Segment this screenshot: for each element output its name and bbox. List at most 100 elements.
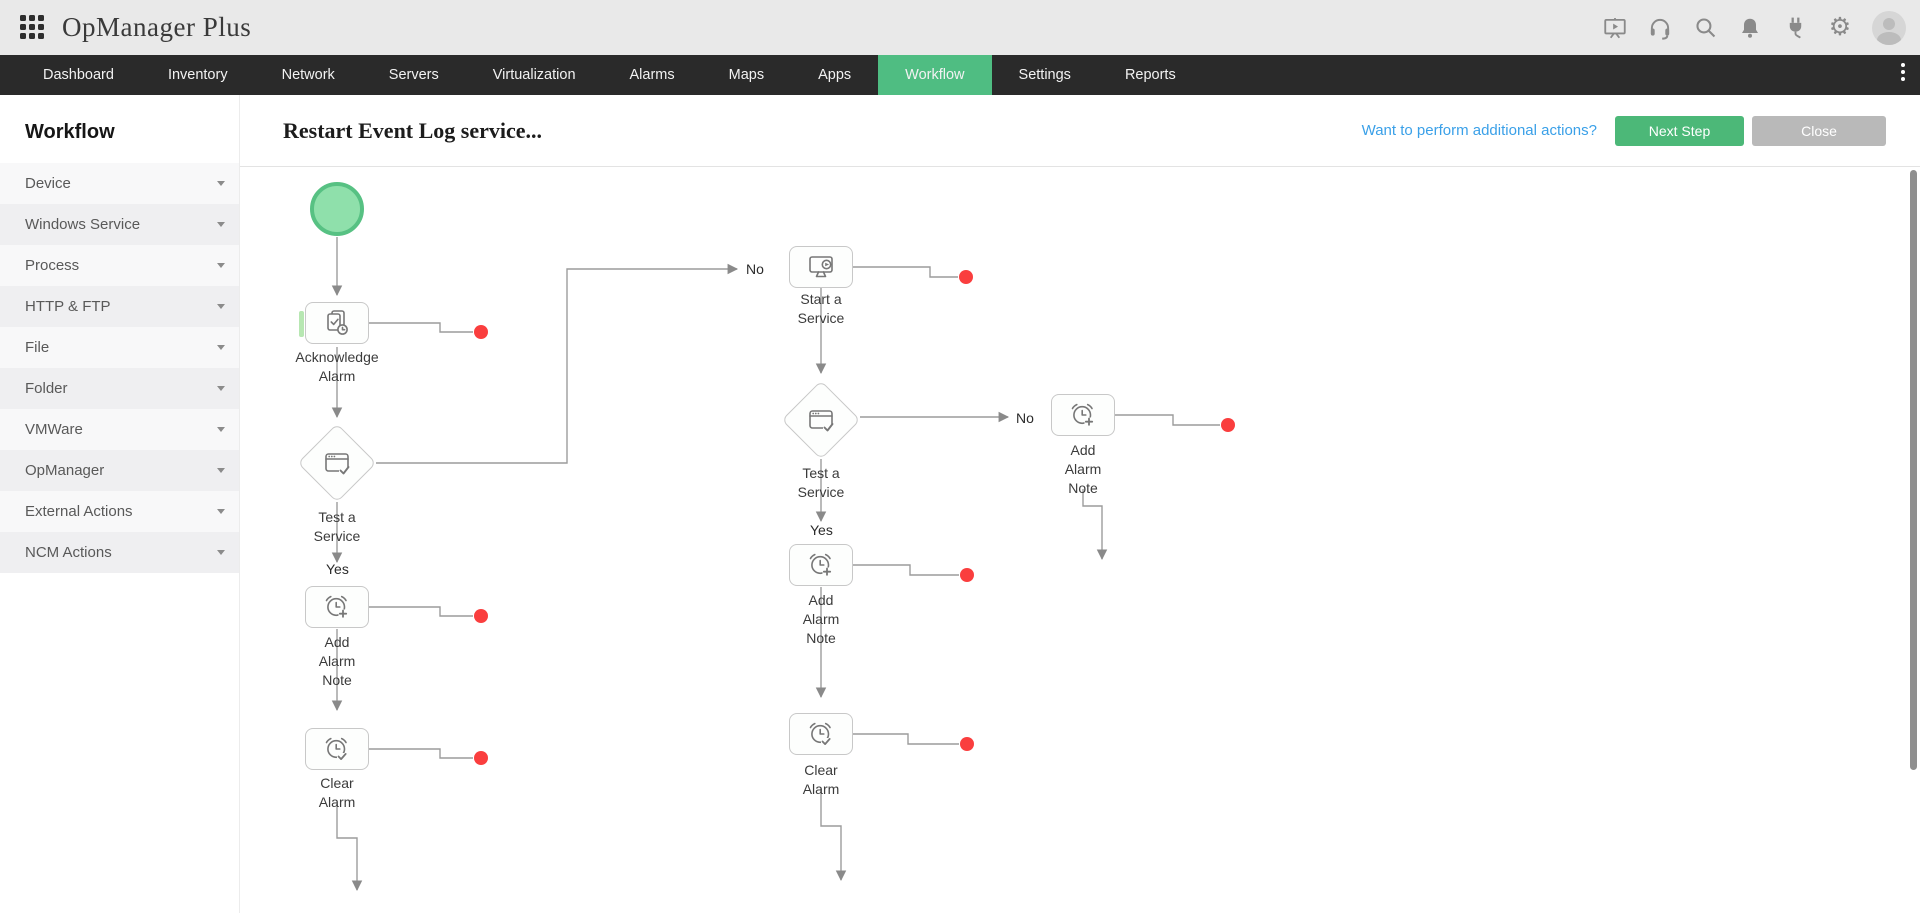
demo-presentation-icon[interactable] [1602,15,1628,41]
app-title: OpManager Plus [62,12,252,42]
sidebar-item-opmanager[interactable]: OpManager [0,450,239,491]
nav-overflow-menu-icon[interactable] [1896,63,1910,87]
branch-label-yes: Yes [810,522,833,538]
connector-test1-no-branch [376,263,739,464]
selection-indicator [299,311,304,337]
branch-label-no: No [1016,410,1034,426]
node-start-a-service[interactable] [789,246,853,288]
node-test-a-service-1[interactable] [297,423,377,503]
add-alarm-note-icon [809,553,832,577]
endpoint-dot[interactable] [474,751,488,765]
endpoint-dot[interactable] [960,568,974,582]
main-nav: Dashboard Inventory Network Servers Virt… [0,55,1920,95]
chevron-down-icon [217,468,225,473]
workflow-toolbar: Restart Event Log service... Want to per… [240,95,1920,167]
node-clear-alarm-1[interactable] [305,728,369,770]
sidebar-item-external-actions[interactable]: External Actions [0,491,239,532]
node-label: Start a Service [797,291,845,326]
node-add-alarm-note-2[interactable] [789,544,853,586]
connector-clear1-endpoint [369,748,473,759]
user-avatar[interactable] [1872,10,1906,45]
chevron-down-icon [217,181,225,186]
endpoint-dot[interactable] [960,737,974,751]
node-add-alarm-note-3[interactable] [1051,394,1115,436]
chevron-down-icon [217,222,225,227]
search-icon[interactable] [1692,15,1718,41]
chevron-down-icon [217,386,225,391]
sidebar-item-windows-service[interactable]: Windows Service [0,204,239,245]
connector-clear2-tail [820,789,847,882]
additional-actions-link[interactable]: Want to perform additional actions? [1361,122,1597,139]
tab-apps[interactable]: Apps [818,67,852,83]
node-label: Add Alarm Note [1064,442,1102,496]
tab-virtualization[interactable]: Virtualization [492,67,576,83]
node-label: Acknowledge Alarm [295,349,379,384]
chevron-down-icon [217,304,225,309]
node-start[interactable] [310,182,364,236]
connector-addnote2-endpoint [853,564,959,576]
sidebar-item-process[interactable]: Process [0,245,239,286]
settings-gear-icon[interactable]: ⚙ [1828,13,1852,41]
integration-plug-icon[interactable] [1782,15,1808,41]
add-alarm-note-icon [1071,403,1094,427]
chevron-down-icon [217,263,225,268]
node-acknowledge-alarm[interactable] [299,302,369,344]
tab-workflow[interactable]: Workflow [878,55,992,95]
node-label: Add Alarm Note [318,634,356,688]
support-headset-icon[interactable] [1647,15,1673,41]
start-service-icon [809,256,833,278]
sidebar-item-ncm-actions[interactable]: NCM Actions [0,532,239,573]
chevron-down-icon [217,345,225,350]
branch-label-yes: Yes [326,561,349,577]
page-title: Restart Event Log service... [283,117,543,143]
node-label: Clear Alarm [318,775,356,810]
node-test-a-service-2[interactable] [781,380,861,460]
test-service-icon [809,410,834,433]
endpoint-dot[interactable] [1221,418,1235,432]
connector-addnote3-tail [1082,489,1108,561]
tab-servers[interactable]: Servers [388,67,439,83]
add-alarm-note-icon [325,595,348,619]
clear-alarm-icon [809,722,832,746]
node-label: Test a Service [313,509,361,544]
endpoint-dot[interactable] [474,325,488,339]
connector-clear1-tail [336,804,363,892]
branch-label-no: No [746,261,764,277]
acknowledge-alarm-icon [327,310,348,335]
endpoint-dot[interactable] [474,609,488,623]
tab-maps[interactable]: Maps [728,67,765,83]
sidebar-title: Workflow [25,121,115,143]
app-header: OpManager Plus [0,0,1920,55]
sidebar-item-vmware[interactable]: VMWare [0,409,239,450]
chevron-down-icon [217,427,225,432]
tab-network[interactable]: Network [281,67,335,83]
tab-dashboard[interactable]: Dashboard [43,67,114,83]
apps-grid-icon[interactable] [20,14,46,41]
tab-settings[interactable]: Settings [1018,67,1071,83]
node-add-alarm-note-1[interactable] [305,586,369,628]
chevron-down-icon [217,550,225,555]
node-label: Clear Alarm [802,762,840,797]
sidebar-item-http-ftp[interactable]: HTTP & FTP [0,286,239,327]
chevron-down-icon [217,509,225,514]
node-clear-alarm-2[interactable] [789,713,853,755]
vertical-scrollbar[interactable] [1910,170,1917,770]
sidebar-item-device[interactable]: Device [0,163,239,204]
next-step-button[interactable]: Next Step [1615,115,1744,146]
tab-reports[interactable]: Reports [1124,67,1176,83]
connector-addnote3-endpoint [1115,414,1220,426]
test-service-icon [325,453,350,476]
connector-start-service-endpoint [853,266,958,278]
connector-addnote1-endpoint [369,606,473,617]
node-label: Add Alarm Note [802,592,840,646]
sidebar-item-folder[interactable]: Folder [0,368,239,409]
tab-alarms[interactable]: Alarms [629,67,675,83]
workflow-canvas[interactable]: Acknowledge Alarm Test a Service Yes Add… [240,167,1920,913]
notification-bell-icon[interactable] [1737,15,1763,41]
close-button[interactable]: Close [1752,115,1886,146]
tab-inventory[interactable]: Inventory [167,67,228,83]
sidebar-item-file[interactable]: File [0,327,239,368]
workflow-sidebar: Workflow Device Windows Service Process … [0,95,240,913]
endpoint-dot[interactable] [959,270,973,284]
node-label: Test a Service [797,465,845,500]
